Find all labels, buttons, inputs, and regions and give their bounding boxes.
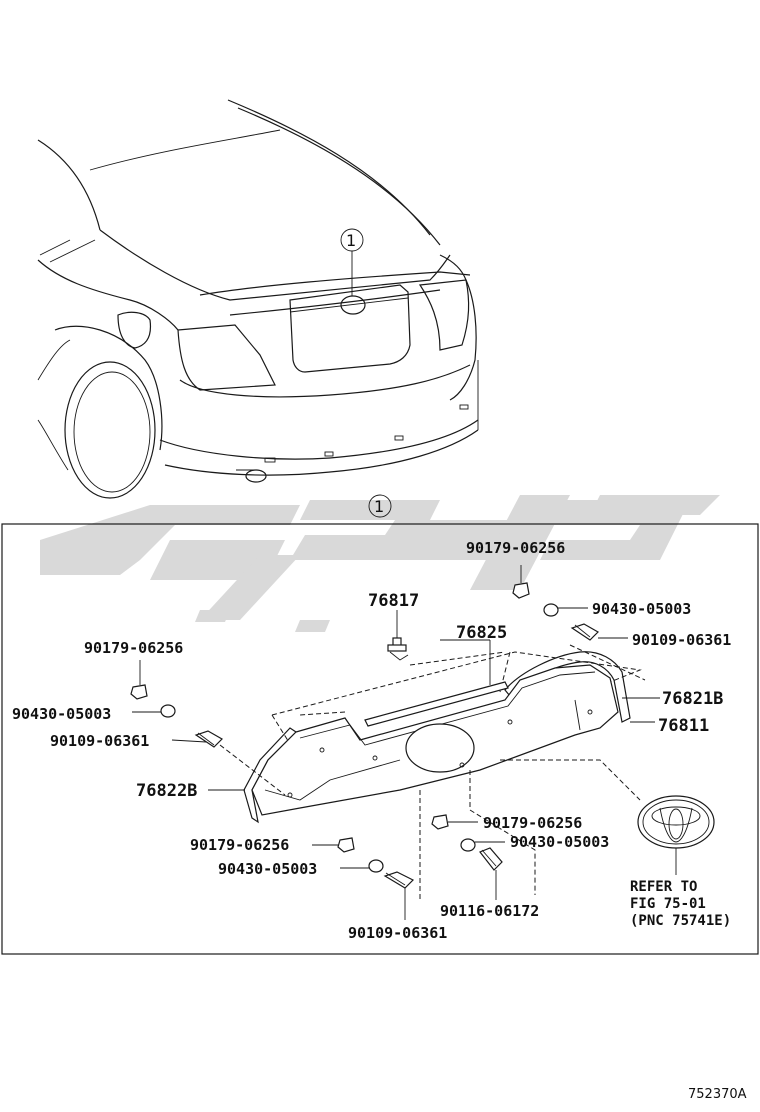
label-76821b: 76821B [662, 689, 723, 709]
label-washer-bottom-left: 90430-05003 [218, 860, 317, 878]
label-nut-bottom-left: 90179-06256 [190, 836, 289, 854]
label-76825: 76825 [456, 623, 507, 643]
callout-circle [368, 494, 392, 518]
label-nut-bottom-mid: 90179-06256 [483, 814, 582, 832]
reference-line-2: FIG 75-01 [630, 896, 706, 912]
fastener-group-bottom-left [312, 837, 415, 920]
label-washer-bottom-mid: 90430-05003 [510, 833, 609, 851]
callout-number-frame: 1 [374, 497, 384, 516]
fastener-group-right-top [512, 565, 628, 641]
label-washer-left: 90430-05003 [12, 705, 111, 723]
label-76817: 76817 [368, 591, 419, 611]
car-rear-view [37, 99, 479, 499]
fastener-group-bottom-mid [431, 814, 505, 900]
label-washer-right-top: 90430-05003 [592, 600, 691, 618]
label-screw-right-top: 90109-06361 [632, 631, 731, 649]
figure-id: 752370A [688, 1087, 747, 1102]
detail-frame [1, 523, 759, 955]
reference-line-3: (PNC 75741E) [630, 913, 731, 929]
label-screw-bottom-left: 90109-06361 [348, 924, 447, 942]
toyota-emblem-icon [637, 795, 715, 875]
fastener-group-left [130, 660, 223, 748]
label-screw-left: 90109-06361 [50, 732, 149, 750]
label-76822b: 76822B [136, 781, 197, 801]
label-76811: 76811 [658, 716, 709, 736]
label-nut-left: 90179-06256 [84, 639, 183, 657]
watermark-logo [40, 495, 720, 632]
clip-76817 [387, 610, 409, 661]
back-door-garnish [219, 644, 646, 900]
label-screw-bottom-mid: 90116-06172 [440, 902, 539, 920]
reference-line-1: REFER TO [630, 879, 697, 895]
label-nut-right-top: 90179-06256 [466, 539, 565, 557]
callout-number-car: 1 [346, 231, 356, 250]
